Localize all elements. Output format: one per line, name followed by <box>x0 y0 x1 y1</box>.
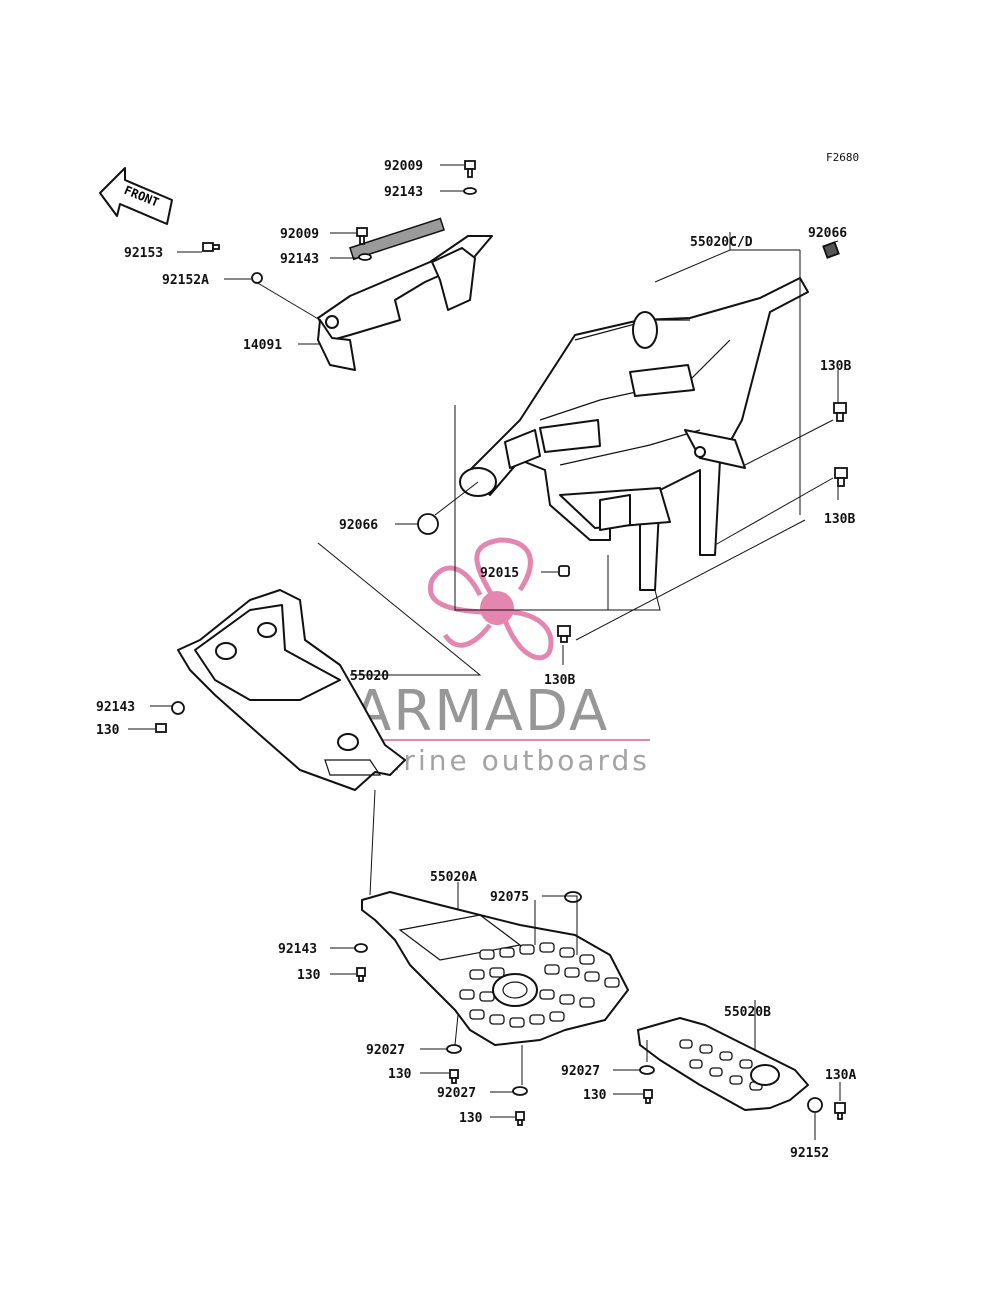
label-130b-upper: 130B <box>820 359 851 374</box>
label-92143-left: 92143 <box>280 252 319 267</box>
label-55020: 55020 <box>350 669 389 684</box>
label-130-right: 130 <box>583 1088 607 1103</box>
skid-plate-holes <box>459 942 620 1028</box>
figure-code: F2680 <box>826 151 859 164</box>
label-92153: 92153 <box>124 246 163 261</box>
label-92027-center: 92027 <box>437 1086 476 1101</box>
label-92143-top: 92143 <box>384 185 423 200</box>
frame-55020cd <box>459 277 809 591</box>
label-55020b: 55020B <box>724 1005 771 1020</box>
label-92152a: 92152A <box>162 273 209 288</box>
label-14091: 14091 <box>243 338 282 353</box>
bracket-14091 <box>317 217 493 371</box>
label-130-guard: 130 <box>96 723 120 738</box>
rear-plate-55020b <box>637 1017 809 1111</box>
label-92143-guard: 92143 <box>96 700 135 715</box>
label-92075: 92075 <box>490 890 529 905</box>
front-arrow-icon: FRONT <box>99 167 173 225</box>
leader-lines <box>128 164 841 1140</box>
label-92066-left: 92066 <box>339 518 378 533</box>
part-labels: 92009 92143 92009 92143 92153 92152A 140… <box>96 159 856 1161</box>
label-130-center: 130 <box>459 1111 483 1126</box>
label-92152: 92152 <box>790 1146 829 1161</box>
label-55020a: 55020A <box>430 870 477 885</box>
label-130a: 130A <box>825 1068 856 1083</box>
label-92015: 92015 <box>480 566 519 581</box>
propeller-icon <box>427 537 554 661</box>
hardware <box>155 160 848 1126</box>
guard-55020 <box>177 589 406 791</box>
skid-plate-55020a <box>361 891 629 1046</box>
armada-logo: ARMADA marine outboards <box>353 537 650 777</box>
watermark-brand: ARMADA <box>353 679 609 744</box>
label-55020cd: 55020C/D <box>690 235 753 250</box>
label-130b-lower: 130B <box>544 673 575 688</box>
label-130-left: 130 <box>388 1067 412 1082</box>
label-92009-left: 92009 <box>280 227 319 242</box>
label-92027-right: 92027 <box>561 1064 600 1079</box>
label-92027-left: 92027 <box>366 1043 405 1058</box>
label-130b-middle: 130B <box>824 512 855 527</box>
label-92143-skid: 92143 <box>278 942 317 957</box>
label-92009-top: 92009 <box>384 159 423 174</box>
label-92066-right: 92066 <box>808 226 847 241</box>
label-130-skid: 130 <box>297 968 321 983</box>
